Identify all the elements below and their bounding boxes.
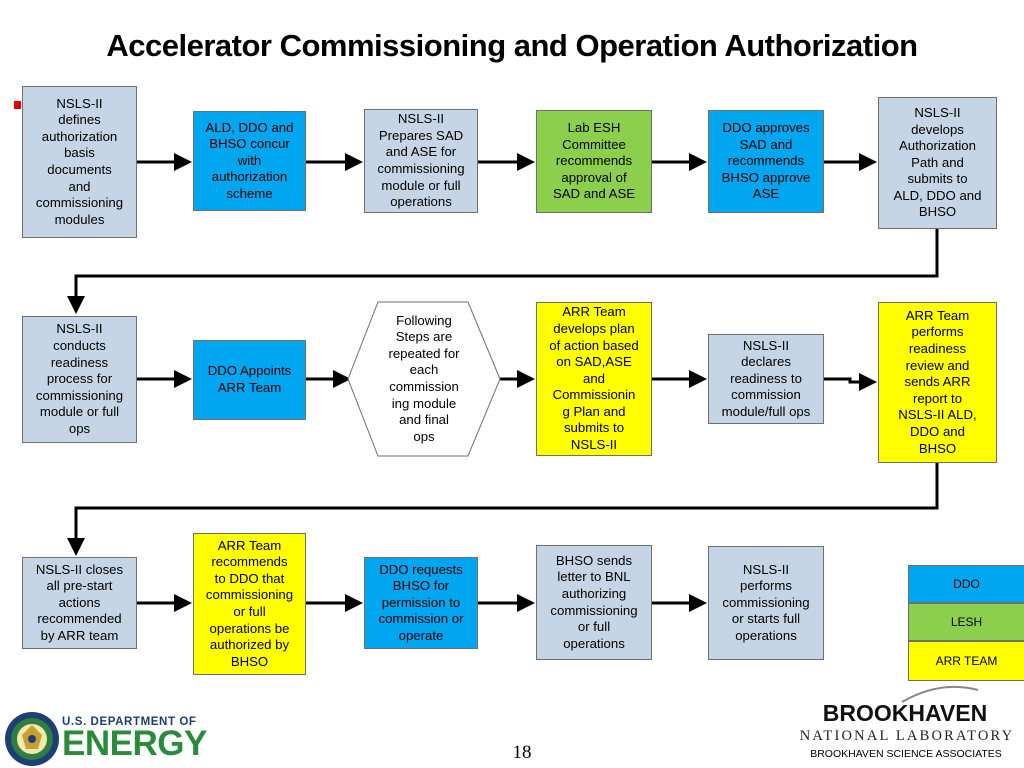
step-esh-recommends: Lab ESH Committee recommends approval of…: [536, 110, 652, 213]
bnl-subtitle: NATIONAL LABORATORY: [799, 728, 1015, 744]
step-ddo-approves: DDO approves SAD and recommends BHSO app…: [708, 110, 824, 213]
legend-ddo: DDO: [908, 565, 1024, 603]
step-ddo-requests: DDO requests BHSO for permission to comm…: [364, 557, 478, 649]
page-number: 18: [512, 742, 532, 763]
step-declare-readiness: NSLS-II declares readiness to commission…: [708, 334, 824, 424]
arrow-r2-5: [824, 373, 877, 391]
step-concur-scheme: ALD, DDO and BHSO concur with authorizat…: [193, 111, 306, 211]
slide-title: Accelerator Commissioning and Operation …: [106, 28, 918, 63]
bnl-name: BROOKHAVEN: [822, 700, 988, 726]
step-arr-recommends: ARR Team recommends to DDO that commissi…: [193, 533, 306, 675]
step-appoint-arr: DDO Appoints ARR Team: [193, 340, 306, 420]
doe-line1: U.S. DEPARTMENT OF: [62, 716, 197, 728]
step-readiness-process: NSLS-II conducts readiness process for c…: [22, 316, 137, 443]
connector-r2-r3: [67, 463, 939, 556]
legend-lesh: LESH: [908, 603, 1024, 641]
step-close-actions: NSLS-II closes all pre-start actions rec…: [22, 557, 137, 649]
bullet-marker: [14, 101, 21, 109]
doe-line2: ENERGY: [62, 724, 207, 763]
step-develop-auth-path: NSLS-II develops Authorization Path and …: [878, 97, 997, 229]
bnl-associates: BROOKHAVEN SCIENCE ASSOCIATES: [810, 748, 1002, 760]
step-arr-review: ARR Team performs readiness review and s…: [878, 302, 997, 463]
step-bhso-letter: BHSO sends letter to BNL authorizing com…: [536, 545, 652, 660]
bnl-swoosh-icon: [901, 685, 979, 703]
legend-arr-team: ARR TEAM: [908, 641, 1024, 681]
step-define-basis: NSLS-II defines authorization basis docu…: [22, 86, 137, 238]
hexagon-shape: [347, 301, 501, 457]
step-prepare-sad-ase: NSLS-II Prepares SAD and ASE for commiss…: [364, 109, 478, 213]
step-arr-plan: ARR Team develops plan of action based o…: [536, 302, 652, 456]
connector-r1-r2: [67, 229, 939, 314]
doe-seal-logo: [5, 712, 59, 766]
step-repeat-note: Following Steps are repeated for each co…: [388, 312, 460, 444]
doe-logo-text: U.S. DEPARTMENT OF ENERGY: [62, 716, 207, 763]
step-perform-commissioning: NSLS-II performs commissioning or starts…: [708, 546, 824, 660]
